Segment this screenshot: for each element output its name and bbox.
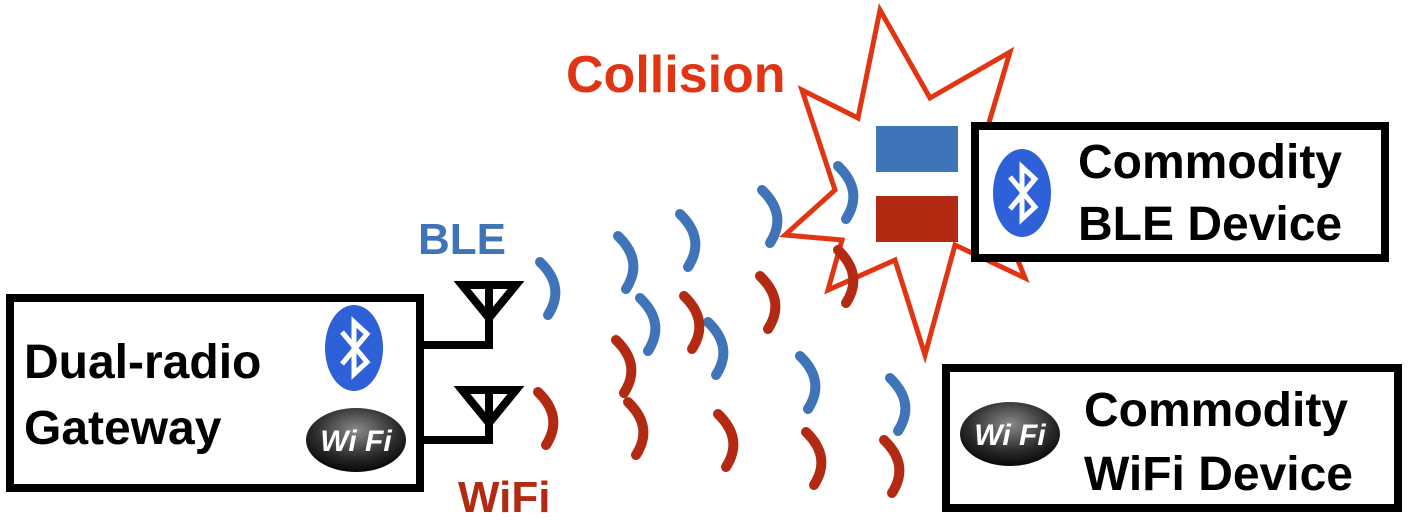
wifi-waves [533,245,905,498]
ble-label: BLE [418,215,506,264]
antenna-icon [453,386,525,430]
ble-device-line2: BLE Device [1078,198,1342,251]
bluetooth-icon [993,149,1051,237]
collision-label: Collision [566,46,786,104]
ble-packet [876,126,958,172]
gateway-line2: Gateway [24,402,222,455]
bluetooth-icon [325,305,383,391]
antenna-icon [453,281,525,325]
ble-device-line1: Commodity [1078,136,1342,189]
wifi-logo-icon: Wi Fi [960,402,1060,466]
wifi-device-line2: WiFi Device [1084,448,1353,501]
wifi-logo-icon: Wi Fi [306,408,406,472]
wifi-device-line1: Commodity [1084,384,1348,437]
wifi-label: WiFi [458,473,550,520]
gateway-line1: Dual-radio [24,336,261,389]
svg-text:Wi Fi: Wi Fi [320,425,392,458]
svg-text:Wi Fi: Wi Fi [974,419,1046,452]
wifi-packet [876,196,958,242]
ble-waves [535,161,911,436]
